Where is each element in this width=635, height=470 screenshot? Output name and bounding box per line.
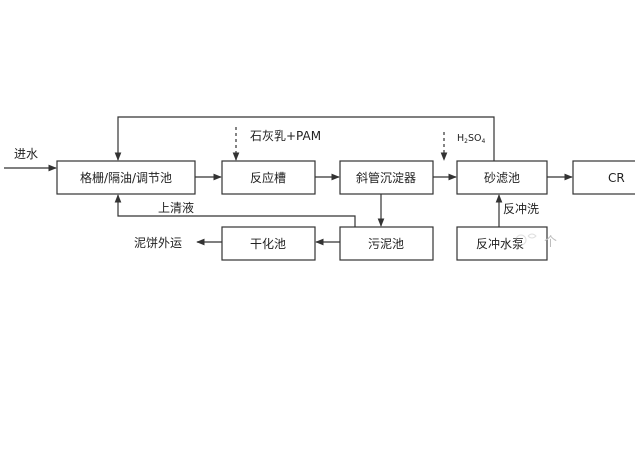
reactor-label: 反应槽 xyxy=(250,170,286,185)
settler-box xyxy=(339,160,434,195)
lime-pam-label: 石灰乳+PAM xyxy=(250,129,321,143)
inlet-label: 进水 xyxy=(14,147,38,161)
grid-oil-equalization-label: 格栅/隔油/调节池 xyxy=(80,170,172,185)
dryer-box xyxy=(221,226,316,261)
cake-out-label: 泥饼外运 xyxy=(134,236,182,250)
sludge-tank-label: 污泥池 xyxy=(368,237,404,251)
settler-label: 斜管沉淀器 xyxy=(356,170,416,185)
cr-box xyxy=(572,160,635,195)
supernatant-return-line xyxy=(114,194,356,227)
sludge-tank-box xyxy=(339,226,434,261)
recycle-loop-line xyxy=(114,116,495,161)
watermark-logo-icon xyxy=(515,233,537,246)
dryer-label: 干化池 xyxy=(250,237,286,251)
watermark-text: 个 xyxy=(544,235,557,250)
supernatant-label: 上清液 xyxy=(158,200,194,215)
h2so4-label: H2SO4 xyxy=(457,133,486,145)
backwash-pump-label: 反冲水泵 xyxy=(476,236,524,251)
sand-filter-label: 砂滤池 xyxy=(484,171,520,185)
backwash-label: 反冲洗 xyxy=(503,201,539,216)
backwash-pump-box xyxy=(456,226,548,261)
reactor-box xyxy=(221,160,316,195)
cr-label: CR xyxy=(608,171,625,185)
